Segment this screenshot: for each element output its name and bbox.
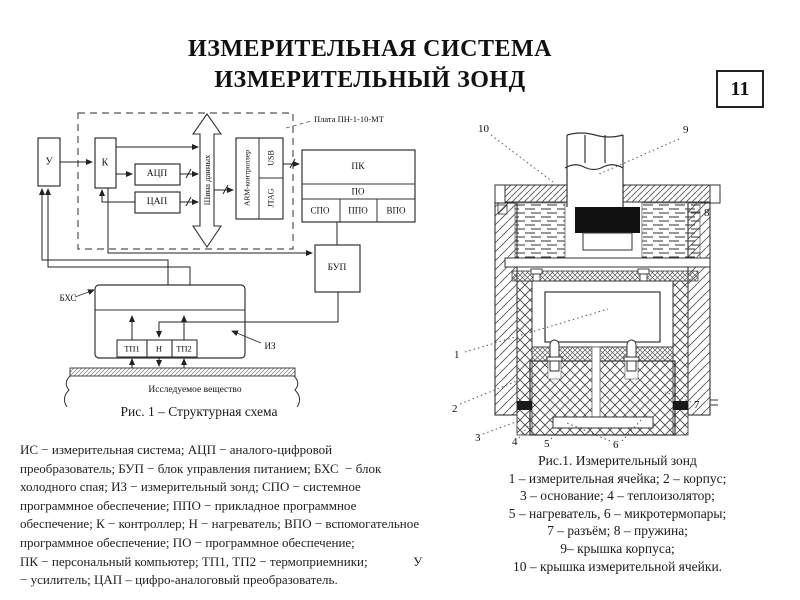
block-adc: АЦП [134,163,181,186]
probe-caption: Рис.1. Измерительный зонд 1 – измеритель… [455,452,780,575]
callout-2: 2 [452,403,458,415]
block-spo-label: СПО [310,206,330,216]
legend-line: обеспечение; К − контроллер; Н − нагрева… [20,516,420,532]
block-arm: ARM-контроллер USB JTAG [235,137,284,220]
probe-wall-left [494,202,518,416]
title-line-2: ИЗМЕРИТЕЛЬНЫЙ ЗОНД [214,67,526,93]
substance-label: Исследуемое вещество [148,385,241,395]
legend-line: − усилитель; ЦАП – цифро-аналоговый прео… [20,572,338,588]
callout-10: 10 [478,123,490,135]
connections [39,144,339,368]
iz-callout-arrow [231,330,262,344]
callout-4: 4 [512,436,518,448]
block-dac: ЦАП [134,191,181,214]
page-title: ИЗМЕРИТЕЛЬНАЯ СИСТЕМА ИЗМЕРИТЕЛЬНЫЙ ЗОНД [120,34,620,96]
probe-caption-line: Рис.1. Измерительный зонд [538,453,697,468]
block-tp1-label: ТП1 [124,344,140,354]
board-label-leader [285,120,312,129]
probe-tube [564,132,624,207]
block-tp2-label: ТП2 [176,344,192,354]
block-arm-label: ARM-контроллер [243,150,252,206]
block-u: У [37,137,61,187]
board-dashed-outline [77,112,294,250]
legend-line: холодного спая; ИЗ − измерительный зонд;… [20,479,361,495]
probe-corner-right [673,401,688,410]
block-vpo-label: ВПО [386,206,406,216]
callout-5: 5 [544,438,550,450]
legend-line: программное обеспечение; ППО − прикладно… [20,497,357,513]
callout-numbers: 10 9 8 1 2 3 4 5 6 7 [452,123,710,451]
block-bup: БУП [314,244,361,293]
callout-1: 1 [454,349,460,361]
legend-line: ПК − персональный компьютер; ТП1, ТП2 − … [20,553,423,569]
block-bup-label: БУП [328,263,347,273]
block-jtag-label: JTAG [267,188,276,207]
probe-drawing: 10 9 8 1 2 3 4 5 6 7 [452,123,721,451]
probe-cap [494,184,721,215]
probe-connector-stub [710,399,718,406]
callout-9: 9 [683,124,689,136]
block-u-label: У [45,157,53,168]
block-k-label: К [102,158,109,169]
block-ppo-label: ППО [348,206,368,216]
bhs-callout-arrow [74,289,95,298]
block-adc-label: АЦП [147,169,168,179]
probe-caption-line: 9– крышка корпуса; [560,540,675,556]
probe-caption-line: 10 – крышка измерительной ячейки. [512,558,723,574]
probe-cell [544,291,661,343]
block-po-label: ПО [352,187,365,197]
legend-line: программное обеспечение; ПО − программно… [20,534,355,550]
block-diagram: Плата ПН-1-10-МТ У К АЦП ЦАП Шина данных [37,112,416,408]
block-diagram-caption: Рис. 1 – Структурная схема [120,404,278,419]
title-line-1: ИЗМЕРИТЕЛЬНАЯ СИСТЕМА [188,36,552,62]
substance-surface: Исследуемое вещество [63,367,301,408]
probe-connector-base [582,232,633,251]
probe-plate [504,257,711,268]
board-label: Плата ПН-1-10-МТ [314,114,385,124]
probe-caption-line: 1 – измерительная ячейка; 2 – корпус; [508,470,727,486]
legend-line: ИС − измерительная система; АЦП − аналог… [20,442,333,457]
probe-center-channel [591,346,601,418]
callout-3: 3 [475,432,481,444]
iz-callout-label: ИЗ [264,341,275,351]
callout-7: 7 [694,399,700,411]
probe-spring-left [514,202,566,259]
data-bus: Шина данных [191,113,223,248]
callout-6: 6 [613,439,619,451]
probe-heater [552,416,654,429]
block-n-label: Н [156,344,162,354]
bhs-callout-label: БХС [59,293,76,303]
abbreviation-legend: ИС − измерительная система; АЦП − аналог… [20,441,456,590]
probe-caption-line: 3 – основание; 4 – теплоизолятор; [520,488,715,504]
probe-caption-line: 5 – нагреватель, 6 – микротермопары; [508,505,727,521]
block-k: К [94,137,117,189]
block-pk-label: ПК [351,162,365,172]
block-usb-label: USB [267,150,276,166]
probe-caption-line: 7 – разъём; 8 – пружина; [547,523,688,539]
block-pc: ПК ПО СПО ППО ВПО [301,149,416,223]
probe-connector [575,207,640,233]
block-dac-label: ЦАП [147,197,168,207]
data-bus-label: Шина данных [202,154,212,205]
probe-spring-right [641,202,701,259]
callout-leaders [459,134,692,442]
callout-8: 8 [704,207,710,219]
probe-thermocouples [546,339,640,372]
page-number: 11 [716,70,764,108]
probe-corner-left [517,401,532,410]
legend-line: преобразователь; БУП − блок управления п… [20,460,382,476]
